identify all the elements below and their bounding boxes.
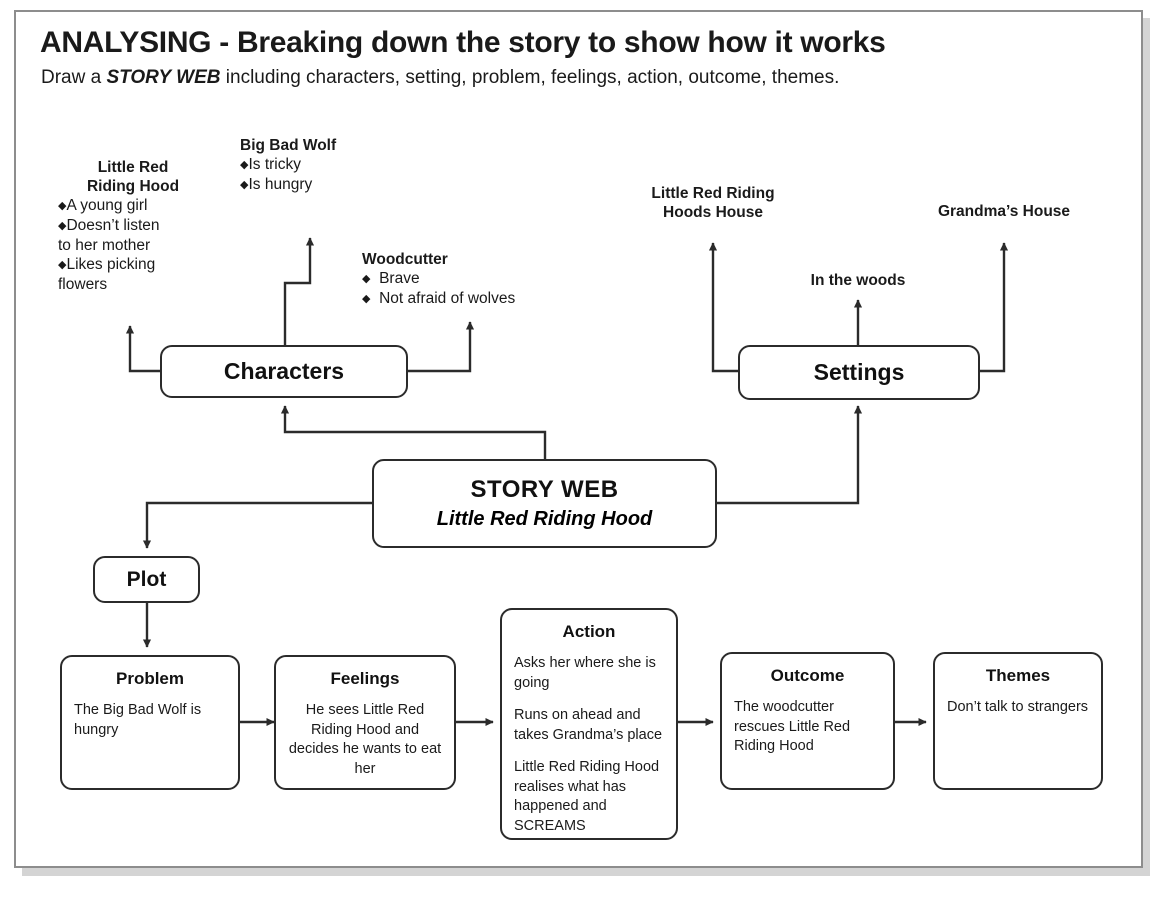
subtitle-emphasis: STORY WEB xyxy=(106,67,221,88)
node-action[interactable]: Action Asks her where she is going Runs … xyxy=(500,608,678,840)
characters-title: Characters xyxy=(223,358,345,384)
woodcutter-heading: Woodcutter xyxy=(362,251,448,268)
page-title: ANALYSING - Breaking down the story to s… xyxy=(40,26,886,59)
bullet-icon: ◆ xyxy=(362,293,371,305)
node-themes[interactable]: Themes Don’t talk to strangers xyxy=(933,652,1103,790)
annotation-in-the-woods: In the woods xyxy=(768,271,948,290)
themes-line-1: Don’t talk to strangers xyxy=(947,699,1089,715)
node-characters[interactable]: Characters xyxy=(160,345,408,398)
grandmas-house-label: Grandma’s House xyxy=(937,203,1071,220)
wolf-bullet-2: ◆Is hungry xyxy=(240,176,313,193)
bullet-icon: ◆ xyxy=(240,179,249,191)
outcome-body: The woodcutter rescues Little Red Riding… xyxy=(734,698,881,757)
lrrh-heading-line2: Riding Hood xyxy=(86,178,180,195)
story-web-title: STORY WEB xyxy=(470,476,619,503)
feelings-title: Feelings xyxy=(330,669,400,688)
problem-title: Problem xyxy=(115,669,185,688)
node-problem[interactable]: Problem The Big Bad Wolf is hungry xyxy=(60,655,240,790)
story-web-subtitle: Little Red Riding Hood xyxy=(436,508,653,530)
wolf-bullet-1: ◆Is tricky xyxy=(240,156,301,173)
woodcutter-bullet-1: ◆ Brave xyxy=(362,270,420,287)
annotation-little-red-riding-hood: Little Red Riding Hood ◆A young girl ◆Do… xyxy=(58,158,208,294)
action-title: Action xyxy=(562,622,616,641)
node-story-web-center[interactable]: STORY WEB Little Red Riding Hood xyxy=(372,459,717,548)
node-outcome[interactable]: Outcome The woodcutter rescues Little Re… xyxy=(720,652,895,790)
bullet-icon: ◆ xyxy=(58,259,67,271)
annotation-woodcutter: Woodcutter ◆ Brave ◆ Not afraid of wolve… xyxy=(362,250,582,309)
problem-body: The Big Bad Wolf is hungry xyxy=(74,701,226,740)
in-the-woods-label: In the woods xyxy=(810,272,906,289)
subtitle-pre: Draw a xyxy=(41,67,107,88)
problem-line-1: The Big Bad Wolf is hungry xyxy=(74,702,202,738)
wolf-heading: Big Bad Wolf xyxy=(240,137,337,154)
outcome-title: Outcome xyxy=(770,666,845,685)
action-line-1: Asks her where she is going xyxy=(514,655,656,691)
annotation-lrrh-house: Little Red Riding Hoods House xyxy=(613,184,813,222)
plot-title: Plot xyxy=(126,567,167,591)
feelings-line-1: He sees Little Red Riding Hood and decid… xyxy=(288,702,442,777)
lrrh-heading-line1: Little Red xyxy=(97,159,169,176)
node-plot[interactable]: Plot xyxy=(93,556,200,603)
themes-title: Themes xyxy=(985,666,1051,685)
node-settings[interactable]: Settings xyxy=(738,345,980,400)
lrrh-bullet-2-cont: to her mother xyxy=(58,237,151,254)
bullet-icon: ◆ xyxy=(58,220,67,232)
bullet-icon: ◆ xyxy=(58,200,67,212)
lrrh-bullet-3: ◆Likes picking xyxy=(58,256,156,273)
bullet-icon: ◆ xyxy=(240,159,249,171)
annotation-big-bad-wolf: Big Bad Wolf ◆Is tricky ◆Is hungry xyxy=(240,136,420,195)
page-subtitle: Draw a STORY WEB including characters, s… xyxy=(41,67,839,89)
action-line-2: Runs on ahead and takes Grandma’s place xyxy=(514,707,663,743)
lrrh-bullet-2: ◆Doesn’t listen xyxy=(58,217,160,234)
settings-title: Settings xyxy=(813,359,905,385)
lrrh-bullet-1: ◆A young girl xyxy=(58,197,148,214)
node-feelings[interactable]: Feelings He sees Little Red Riding Hood … xyxy=(274,655,456,790)
feelings-body: He sees Little Red Riding Hood and decid… xyxy=(288,701,442,779)
lrrh-house-line1: Little Red Riding xyxy=(651,185,775,202)
lrrh-bullet-3-cont: flowers xyxy=(58,276,108,293)
annotation-grandmas-house: Grandma’s House xyxy=(904,202,1104,221)
woodcutter-bullet-2: ◆ Not afraid of wolves xyxy=(362,290,516,307)
themes-body: Don’t talk to strangers xyxy=(947,698,1089,718)
lrrh-house-line2: Hoods House xyxy=(663,204,763,221)
subtitle-post: including characters, setting, problem, … xyxy=(220,67,840,88)
action-line-3: Little Red Riding Hood realises what has… xyxy=(514,759,660,834)
outcome-line-1: The woodcutter rescues Little Red Riding… xyxy=(734,699,851,754)
action-body: Asks her where she is going Runs on ahea… xyxy=(514,654,664,836)
bullet-icon: ◆ xyxy=(362,273,371,285)
